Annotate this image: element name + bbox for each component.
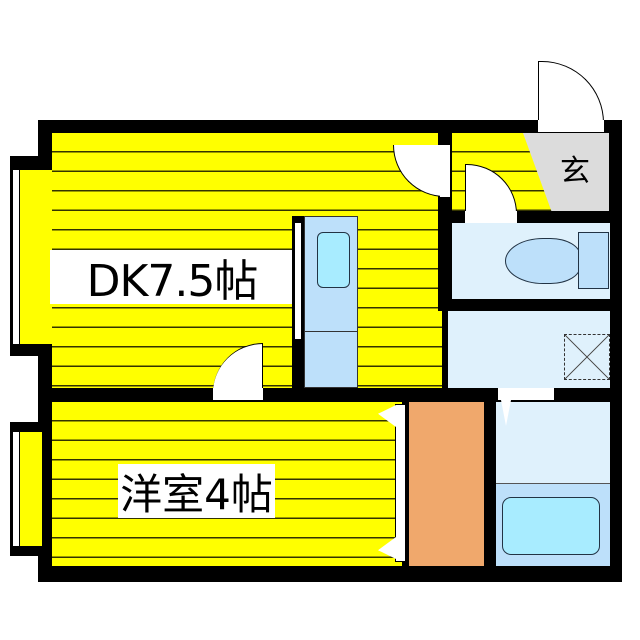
room-dk-label: DK7.5帖 xyxy=(50,250,294,307)
front-door[interactable] xyxy=(538,61,604,123)
bathtub-icon xyxy=(502,497,600,555)
washer-space-icon xyxy=(564,334,610,380)
door-bathroom-opening xyxy=(498,388,554,400)
sink-icon xyxy=(317,232,350,288)
kitchen-partition-window xyxy=(294,222,302,340)
front-door-opening xyxy=(538,120,604,132)
door-dk-hallway-opening xyxy=(440,145,450,197)
window-dk xyxy=(12,170,20,344)
wall-bath-left xyxy=(484,388,496,582)
room-entrance-label: 玄 xyxy=(560,154,590,189)
window-sill-western xyxy=(20,432,42,546)
room-bathroom xyxy=(496,402,610,483)
door-bathroom-swing-icon[interactable] xyxy=(501,400,511,426)
room-western-label: 洋室4帖 xyxy=(118,464,275,519)
closet-door-track[interactable] xyxy=(395,404,406,562)
kitchen-counter-divider xyxy=(304,331,358,332)
wall-toilet-bottom xyxy=(438,299,610,311)
door-toilet-opening xyxy=(465,211,517,223)
closet xyxy=(408,402,484,566)
toilet-tank-icon xyxy=(578,232,609,289)
wall-middle xyxy=(38,388,622,402)
window-western xyxy=(12,432,20,546)
door-dk-bottom-opening xyxy=(213,388,263,400)
window-sill-dk xyxy=(20,170,52,344)
toilet-bowl-icon xyxy=(505,238,581,284)
